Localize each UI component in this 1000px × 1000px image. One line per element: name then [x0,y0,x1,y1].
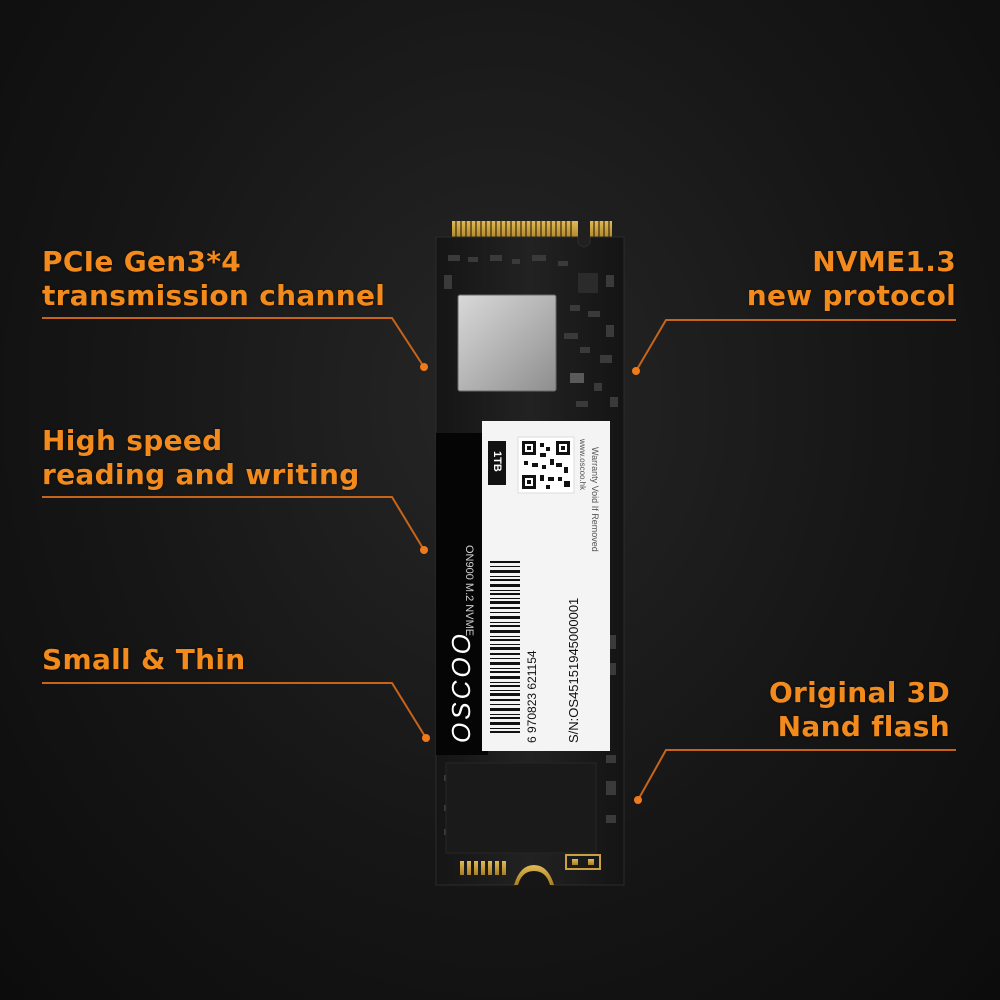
callout-nand: Original 3D Nand flash [769,676,950,744]
callout-nvme-line2: new protocol [746,279,956,312]
ssd-module: OSCOO ON900 M.2 NVME 1TB www.oscoo.hk Wa… [435,221,625,886]
callout-nvme-line1: NVME1.3 [812,245,956,278]
controller-chip [457,294,557,392]
nand-leader-line [637,749,956,801]
small-dot [422,734,430,742]
speed-dot [420,546,428,554]
ssd-capacity-text: 1TB [491,451,503,472]
barcode [490,561,520,733]
speed-leader-line [42,496,425,551]
callout-pcie: PCIe Gen3*4 transmission channel [42,245,385,313]
callout-pcie-line2: transmission channel [42,279,386,312]
callout-nand-line2: Nand flash [777,710,950,743]
callout-speed-line1: High speed [42,424,223,457]
smd-components [444,255,618,835]
callout-nvme: NVME1.3 new protocol [747,245,956,313]
callout-pcie-line1: PCIe Gen3*4 [42,245,242,278]
callout-speed-line2: reading and writing [42,458,360,491]
callout-speed: High speed reading and writing [42,424,360,492]
pcie-dot [420,363,428,371]
nand-flash-area [445,762,597,854]
ssd-model-text: ON900 M.2 NVME [463,545,475,636]
ssd-label-sticker: OSCOO ON900 M.2 NVME 1TB www.oscoo.hk Wa… [436,421,610,755]
callout-small-line1: Small & Thin [42,643,246,676]
ssd-barcode-number: 6 970823 621154 [525,650,539,743]
nand-dot [634,796,642,804]
qr-code [517,436,575,494]
small-leader-line [42,682,427,739]
callout-small: Small & Thin [42,643,246,677]
ssd-warranty-text: Warranty Void If Removed [590,447,600,552]
gold-connector-pins [452,221,612,241]
callout-nand-line1: Original 3D [768,676,950,709]
pcie-leader-line [42,317,425,368]
ssd-website-text: www.oscoo.hk [578,438,587,491]
nvme-dot [632,367,640,375]
ssd-serial-text: S/N:OS45151945000001 [566,598,581,743]
nvme-leader-line [635,319,956,372]
bottom-pads [460,854,601,885]
ssd-brand-text: OSCOO [446,631,476,743]
